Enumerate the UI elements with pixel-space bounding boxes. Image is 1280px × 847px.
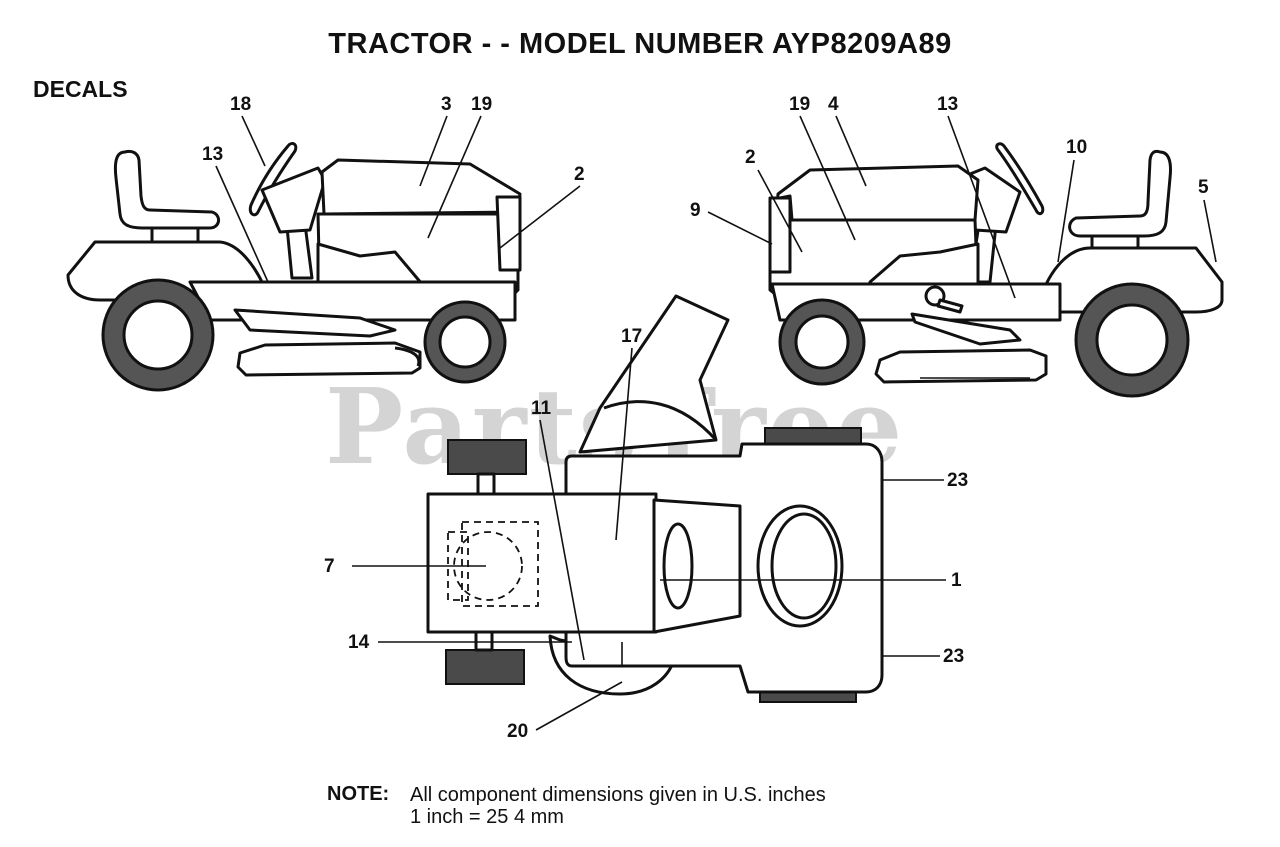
callout-2: 2 xyxy=(745,147,756,168)
left-view-callouts: 18 3 19 13 2 xyxy=(202,94,585,283)
note-text: All component dimensions given in U.S. i… xyxy=(410,784,826,806)
top-view-callouts: 17 11 23 7 1 14 23 20 xyxy=(324,326,968,742)
diagram-title: TRACTOR - - MODEL NUMBER AYP8209A89 xyxy=(328,28,952,60)
callout-13: 13 xyxy=(937,94,958,115)
callout-14: 14 xyxy=(348,632,370,653)
callout-4: 4 xyxy=(828,94,839,115)
callout-7: 7 xyxy=(324,556,335,577)
callout-11: 11 xyxy=(531,398,552,419)
tractor-right-view xyxy=(768,142,1224,398)
note-label: NOTE: xyxy=(327,783,390,805)
tractor-top-view xyxy=(426,294,884,703)
callout-2: 2 xyxy=(574,164,585,185)
callout-5: 5 xyxy=(1198,177,1209,198)
callout-19: 19 xyxy=(471,94,492,115)
callout-9: 9 xyxy=(690,200,701,221)
tractor-left-view xyxy=(66,142,522,392)
callout-23-upper: 23 xyxy=(947,470,968,491)
note-conversion: 1 inch = 25 4 mm xyxy=(410,806,564,828)
callout-20: 20 xyxy=(507,721,528,742)
callout-10: 10 xyxy=(1066,137,1087,158)
callout-17: 17 xyxy=(621,326,642,347)
section-label: DECALS xyxy=(33,76,128,102)
callout-23-lower: 23 xyxy=(943,646,964,667)
callout-3: 3 xyxy=(441,94,452,115)
right-view-callouts: 19 4 13 2 10 9 5 xyxy=(690,94,1217,299)
callout-18: 18 xyxy=(230,94,251,115)
callout-19: 19 xyxy=(789,94,810,115)
callout-1: 1 xyxy=(951,570,962,591)
callout-13: 13 xyxy=(202,144,223,165)
